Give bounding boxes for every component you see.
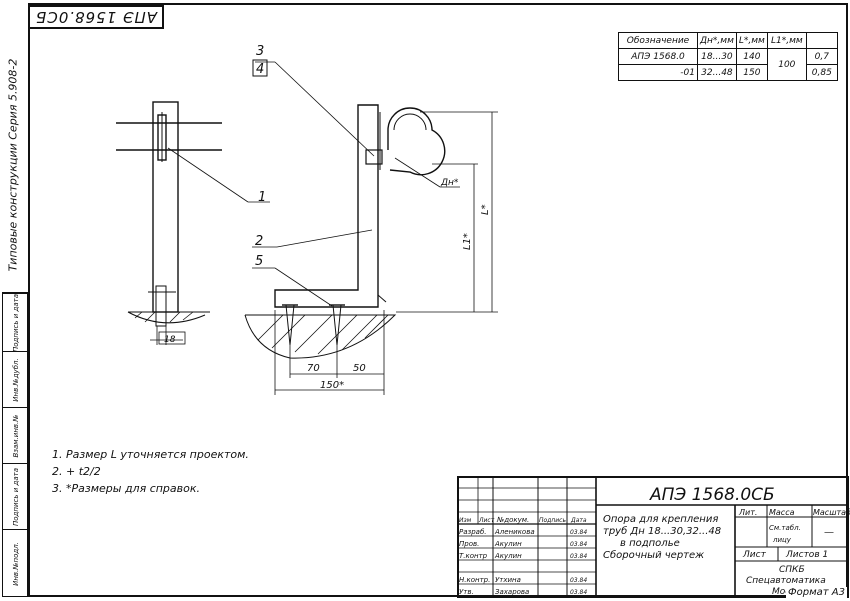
tb-hdr-izm: Изм [459, 517, 472, 524]
pipe-clamp [387, 107, 446, 176]
note-2: 2. + t2/2 [52, 465, 101, 478]
dim-18: 18 [164, 335, 176, 345]
dim-150: 150* [320, 380, 344, 391]
stamp-cell-4: Подпись и дата [3, 463, 29, 530]
clamp-nut [365, 149, 383, 165]
spec-cell: 100 [766, 48, 807, 81]
spec-cell: 0,85 [805, 64, 838, 81]
document-code-top: АПЭ 1568.0СБ [30, 5, 164, 29]
tb-role: Утв. [459, 588, 474, 596]
tb-hdr-date: Дата [570, 517, 587, 524]
callout-2: 2 [255, 234, 263, 249]
tb-name: Утхина [495, 576, 521, 584]
tb-role: Пров. [459, 540, 479, 548]
tb-org2: Спецавтоматика [746, 576, 826, 586]
tb-name: Захарова [495, 588, 529, 596]
tb-sheets: Листов 1 [785, 550, 828, 560]
tb-name: Акулин [494, 540, 522, 548]
tb-date: 03.84 [570, 589, 587, 596]
spec-cell: -01 [618, 64, 698, 81]
tb-lit: Лит. [738, 508, 757, 517]
spec-header-row: Обозначение Дн*,мм L*,мм L1*,мм [618, 32, 838, 49]
title-line-4: Сборочный чертеж [603, 549, 704, 561]
title-block-code: АПЭ 1568.0СБ [649, 485, 775, 505]
tb-scale-value: — [824, 527, 834, 538]
tb-name: Акулин [494, 552, 522, 560]
callout-3: 3 [256, 44, 264, 59]
dim-70: 70 [307, 363, 320, 374]
tb-date: 03.84 [570, 577, 587, 584]
tb-mass-value2: лицу [772, 536, 792, 544]
dim-dn: Дн* [440, 178, 459, 188]
callout-1: 1 [258, 190, 266, 205]
tb-date: 03.84 [570, 541, 587, 548]
tb-hdr-doc: №докум. [496, 516, 529, 524]
format-label: Формат А3 [786, 587, 847, 598]
note-3: 3. *Размеры для справок. [52, 482, 201, 495]
stamp-cell-5: Инв.№подл. [3, 529, 29, 597]
tb-hdr-sign: Подпись [539, 517, 566, 524]
title-line-1: Опора для крепления [603, 514, 718, 525]
spec-table: Обозначение Дн*,мм L*,мм L1*,мм АПЭ 1568… [618, 32, 838, 81]
spec-row: АПЭ 1568.0 18...30 140 100 0,7 [618, 48, 838, 81]
tb-role: Н.контр. [459, 576, 490, 584]
tb-org1: СПКБ [779, 565, 805, 575]
spec-row: -01 32...48 150 0,85 [618, 64, 838, 81]
dim-l1: L1* [462, 233, 473, 250]
tb-role: Т.контр [459, 552, 488, 560]
tb-date: 03.84 [570, 529, 587, 536]
callout-4: 4 [256, 62, 264, 77]
stamp-cell-1: Подпись и дата [3, 293, 29, 352]
tb-role: Разраб. [459, 528, 487, 536]
stamp-strip: Подпись и дата Инв.№дубл. Взам.инв.№ Под… [2, 292, 29, 597]
tb-name: Аленикова [494, 528, 535, 536]
note-1: 1. Размер L уточняется проектом. [52, 448, 249, 461]
sheet-frame [28, 3, 848, 597]
bracket-l-shape [274, 104, 379, 308]
tb-mass-value: См.табл. [769, 524, 801, 532]
dim-50: 50 [353, 363, 366, 374]
tb-scale: Масштаб [813, 508, 850, 517]
callout-5: 5 [255, 254, 263, 269]
tb-hdr-list: Лист [478, 517, 495, 524]
stamp-cell-3: Взам.инв.№ [3, 407, 29, 464]
title-line-3: в подполье [620, 538, 680, 549]
spec-cell: 150 [735, 64, 768, 81]
title-line-2: труб Дн 18...30,32...48 [603, 525, 721, 537]
tb-sheet: Лист [742, 550, 767, 560]
tb-mass: Масса [769, 508, 795, 517]
stamp-cell-2: Инв.№дубл. [3, 351, 29, 408]
tb-date: 03.84 [570, 553, 587, 560]
dim-l: L* [480, 204, 491, 215]
notes: 1. Размер L уточняется проектом. 2. + t2… [52, 446, 249, 497]
